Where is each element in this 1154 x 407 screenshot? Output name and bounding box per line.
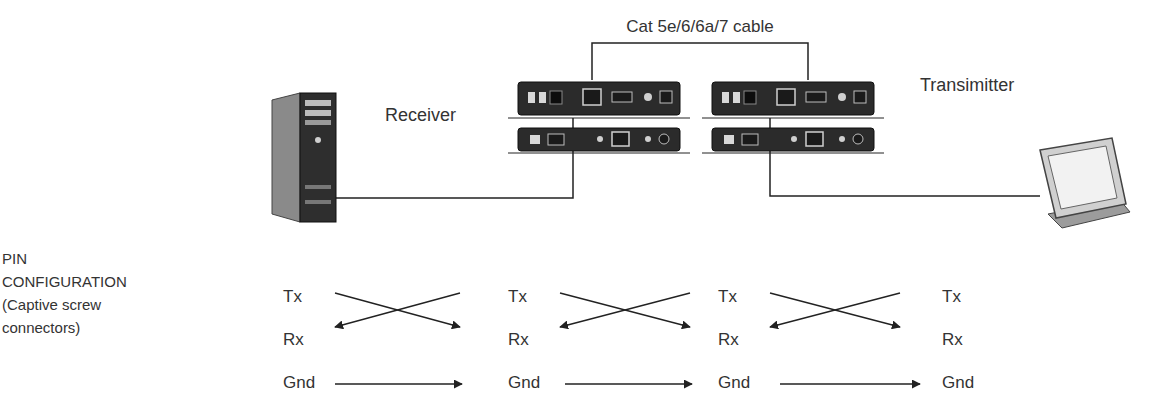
section-heading: PIN CONFIGURATION (Captive screw connect…: [2, 247, 142, 339]
pin-name: Tx: [942, 286, 961, 307]
touch-monitor: [1040, 138, 1130, 228]
computer-tower: [272, 93, 336, 222]
device-label: Transimitter: [920, 74, 1014, 97]
receiver-unit: [508, 128, 690, 153]
transmitter-unit: [702, 128, 884, 153]
pin-name: Tx: [718, 286, 737, 307]
cable-label: Cat 5e/6/6a/7 cable: [626, 16, 773, 37]
cable-connector: [592, 43, 808, 80]
transmitter-unit: [702, 82, 884, 118]
device-label: Receiver: [385, 104, 456, 127]
pin-name: Gnd: [718, 372, 750, 393]
receiver-unit: [508, 82, 690, 118]
pin-name: Tx: [283, 286, 302, 307]
pin-name: Gnd: [942, 372, 974, 393]
pin-name: Gnd: [508, 372, 540, 393]
pin-name: Rx: [508, 329, 529, 350]
pin-name: Gnd: [283, 372, 315, 393]
pin-name: Rx: [283, 329, 304, 350]
device-group: Transimitter: [710, 80, 1045, 155]
pin-name: Tx: [508, 286, 527, 307]
pin-arrows: [335, 293, 920, 384]
device-group: Receiver: [380, 80, 682, 155]
pin-name: Rx: [942, 329, 963, 350]
pin-name: Rx: [718, 329, 739, 350]
